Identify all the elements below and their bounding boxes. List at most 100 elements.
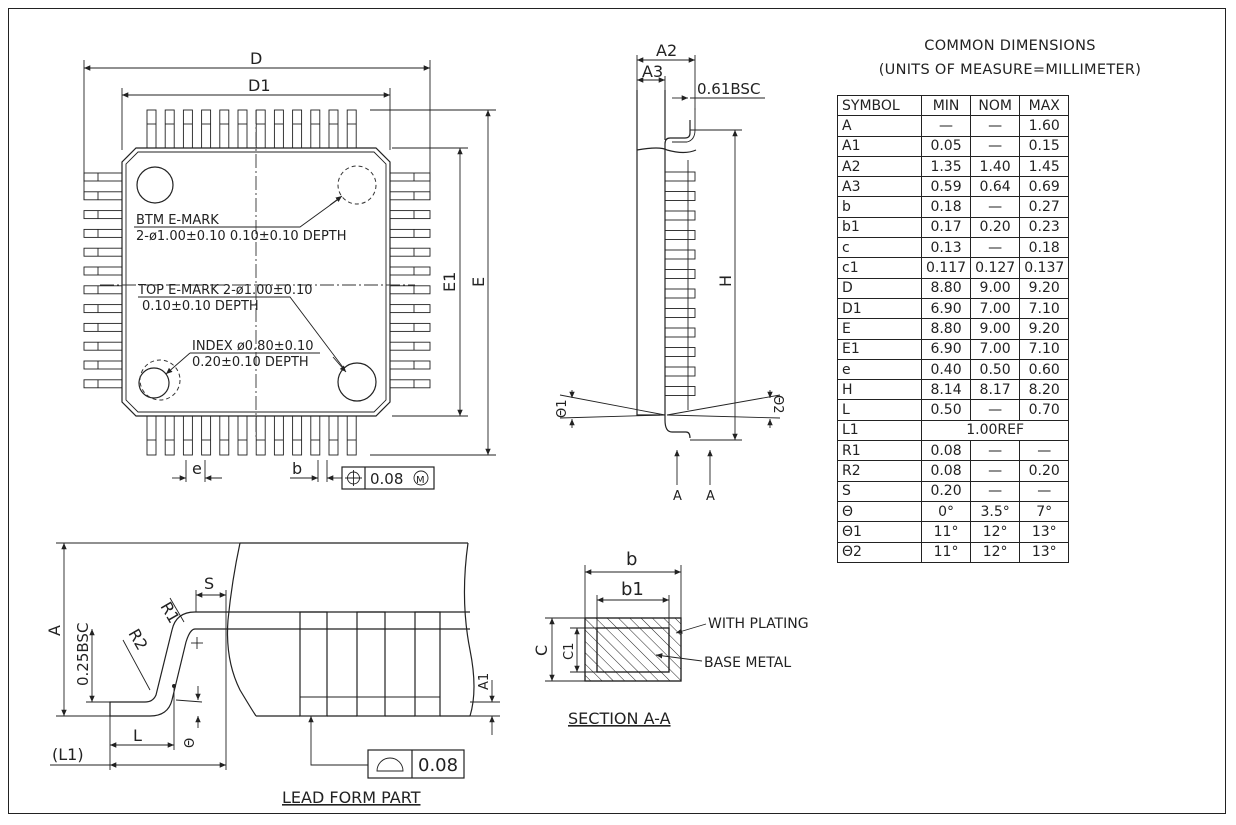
plating-bottom bbox=[585, 672, 681, 681]
dim-L1-label: (L1) bbox=[52, 745, 84, 764]
cell-min: 8.80 bbox=[920, 277, 972, 299]
header-max: MAX bbox=[1019, 94, 1070, 117]
cell-max: — bbox=[1019, 480, 1070, 502]
dim-D-label: D bbox=[250, 49, 262, 68]
lead-bottom bbox=[237, 415, 248, 456]
cell-nom: 7.00 bbox=[970, 338, 1021, 360]
side-lead bbox=[664, 366, 696, 377]
base-metal-label: BASE METAL bbox=[704, 655, 791, 671]
lead-left bbox=[83, 172, 123, 182]
dim-A2-label: A2 bbox=[656, 41, 677, 60]
cell-min: 6.90 bbox=[920, 297, 972, 320]
cell-nom: 0.127 bbox=[970, 257, 1021, 279]
bent-lead bbox=[109, 611, 196, 717]
cell-min: 0.117 bbox=[920, 257, 972, 279]
lead-right bbox=[389, 210, 431, 220]
index-line1: INDEX ø0.80±0.10 bbox=[192, 339, 314, 354]
cell-min: 0.13 bbox=[920, 237, 972, 259]
lead-left bbox=[83, 304, 123, 314]
section-inner-border bbox=[596, 627, 670, 673]
side-lead bbox=[664, 269, 696, 279]
side-lead bbox=[664, 230, 696, 240]
cell-min: 8.80 bbox=[920, 318, 972, 340]
dim-025-label: 0.25BSC bbox=[74, 623, 92, 686]
lead-right bbox=[389, 191, 431, 201]
dim-H-label: H bbox=[716, 275, 735, 287]
coplanarity-frame bbox=[367, 749, 465, 779]
cell-nom: 12° bbox=[970, 521, 1021, 543]
top-mark-line2: 0.10±0.10 DEPTH bbox=[142, 299, 259, 314]
theta-line bbox=[175, 699, 203, 703]
dim-sec-c1-label: C1 bbox=[562, 643, 577, 660]
btm-mark-leader bbox=[134, 197, 341, 228]
top-view: BTM E-MARK 2-ø1.00±0.10 0.10±0.10 DEPTH … bbox=[83, 49, 496, 490]
cell-symbol: A bbox=[837, 115, 922, 137]
lead-top bbox=[237, 109, 248, 149]
leads-left bbox=[83, 172, 123, 389]
plating-left bbox=[585, 628, 597, 672]
header-symbol: SYMBOL bbox=[837, 94, 922, 117]
cell-max: 13° bbox=[1019, 541, 1070, 563]
dim-L-label: L bbox=[133, 726, 142, 745]
top-mark-arrow bbox=[332, 356, 347, 373]
side-lead-profile bbox=[664, 120, 691, 439]
lead-left bbox=[83, 379, 123, 389]
dim-A-label: A bbox=[45, 625, 64, 636]
lead-bottom bbox=[146, 415, 157, 456]
header-nom: NOM bbox=[970, 94, 1021, 117]
drawing-frame bbox=[8, 8, 1226, 814]
r2-leader bbox=[122, 639, 151, 691]
top-mark-leader bbox=[138, 296, 346, 371]
with-plating-label: WITH PLATING bbox=[708, 616, 809, 632]
plating-top bbox=[585, 618, 681, 628]
cell-min: 8.14 bbox=[920, 379, 972, 401]
cell-symbol: E bbox=[837, 318, 922, 340]
cell-nom: — bbox=[970, 460, 1021, 482]
leads-top bbox=[146, 109, 357, 149]
plating-right bbox=[669, 628, 681, 672]
cell-nom: — bbox=[970, 399, 1021, 421]
lead-top bbox=[182, 109, 193, 149]
cell-symbol: L1 bbox=[837, 419, 922, 442]
cell-min: 0.08 bbox=[920, 440, 972, 462]
cell-max: 7.10 bbox=[1019, 297, 1070, 320]
lead-left bbox=[83, 360, 123, 370]
dim-sec-b-label: b bbox=[626, 549, 637, 570]
cell-max: 9.20 bbox=[1019, 318, 1070, 340]
cell-symbol: R1 bbox=[837, 440, 922, 462]
cell-min: 11° bbox=[920, 541, 972, 563]
side-lead bbox=[664, 288, 696, 299]
dim-sec-b1-label: b1 bbox=[621, 579, 644, 600]
lead-right bbox=[389, 247, 431, 257]
dim-S-label: S bbox=[204, 574, 214, 593]
cell-max: 0.20 bbox=[1019, 460, 1070, 482]
dim-E-label: E bbox=[469, 277, 488, 287]
btm-mark-line1: BTM E-MARK bbox=[136, 213, 219, 228]
base-metal-leader bbox=[655, 653, 703, 662]
lead-top bbox=[346, 109, 357, 149]
cell-nom: 7.00 bbox=[970, 297, 1021, 320]
cell-nom: 0.20 bbox=[970, 216, 1021, 239]
cell-max: 0.69 bbox=[1019, 176, 1070, 198]
lead-bottom bbox=[201, 415, 212, 456]
cell-nom: 1.40 bbox=[970, 155, 1021, 178]
cell-max: 0.137 bbox=[1019, 257, 1070, 279]
lead-right bbox=[389, 379, 431, 389]
cell-max: 7.10 bbox=[1019, 338, 1070, 360]
lead-top bbox=[292, 109, 303, 149]
cell-min: 0.05 bbox=[920, 135, 972, 157]
lead-left bbox=[83, 266, 123, 276]
dim-e-label: e bbox=[192, 459, 202, 478]
leads-bottom bbox=[146, 415, 357, 456]
lead-right bbox=[389, 228, 431, 238]
profile-surface-icon bbox=[376, 757, 404, 772]
lead-left bbox=[83, 228, 123, 238]
coplanarity-value: 0.08 bbox=[418, 755, 458, 776]
